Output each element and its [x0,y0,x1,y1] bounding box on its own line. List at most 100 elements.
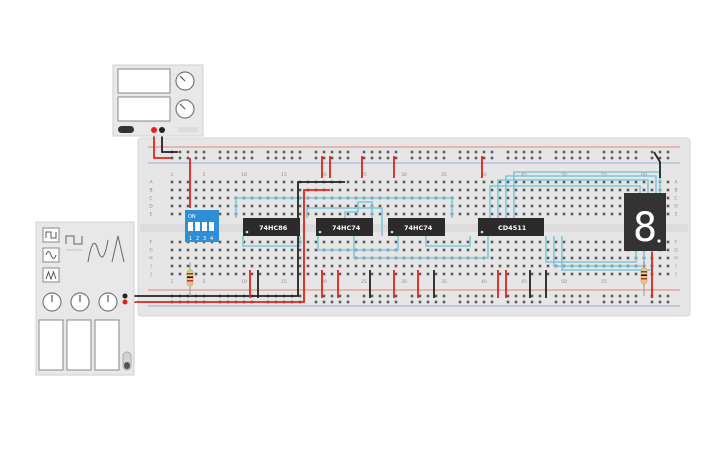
breadboard-hole[interactable] [522,294,526,298]
breadboard-hole[interactable] [554,212,558,216]
breadboard-hole[interactable] [562,240,566,244]
breadboard-hole[interactable] [170,256,174,260]
breadboard-hole[interactable] [410,240,414,244]
breadboard-hole[interactable] [594,204,598,208]
breadboard-hole[interactable] [506,180,510,184]
breadboard-hole[interactable] [306,240,310,244]
breadboard-hole[interactable] [442,272,446,276]
black-wire[interactable] [125,181,345,297]
breadboard-hole[interactable] [578,156,582,160]
breadboard-hole[interactable] [226,204,230,208]
breadboard-hole[interactable] [530,180,534,184]
breadboard-hole[interactable] [610,204,614,208]
breadboard-hole[interactable] [498,188,502,192]
breadboard-hole[interactable] [258,188,262,192]
breadboard-hole[interactable] [562,188,566,192]
breadboard-hole[interactable] [602,256,606,260]
power-switch[interactable] [118,126,134,133]
breadboard-hole[interactable] [354,264,358,268]
breadboard-hole[interactable] [250,272,254,276]
breadboard-hole[interactable] [554,204,558,208]
breadboard-hole[interactable] [394,272,398,276]
chip-body[interactable] [478,218,544,236]
breadboard-hole[interactable] [226,196,230,200]
breadboard-hole[interactable] [258,240,262,244]
breadboard-hole[interactable] [362,300,366,304]
breadboard-hole[interactable] [466,180,470,184]
breadboard-hole[interactable] [290,248,294,252]
breadboard-hole[interactable] [578,196,582,200]
breadboard-hole[interactable] [338,240,342,244]
breadboard-hole[interactable] [522,180,526,184]
breadboard-hole[interactable] [570,272,574,276]
breadboard-hole[interactable] [498,204,502,208]
generator-terminal[interactable] [122,299,128,305]
breadboard-hole[interactable] [306,256,310,260]
breadboard-hole[interactable] [194,196,198,200]
breadboard-hole[interactable] [434,204,438,208]
breadboard-hole[interactable] [602,294,606,298]
dip-switch-toggle[interactable] [188,222,193,231]
breadboard-hole[interactable] [218,188,222,192]
breadboard-hole[interactable] [250,180,254,184]
breadboard-hole[interactable] [274,264,278,268]
breadboard-hole[interactable] [290,264,294,268]
breadboard-hole[interactable] [474,180,478,184]
breadboard-hole[interactable] [578,180,582,184]
breadboard-hole[interactable] [434,150,438,154]
breadboard-hole[interactable] [610,248,614,252]
breadboard-hole[interactable] [570,204,574,208]
breadboard-hole[interactable] [554,240,558,244]
breadboard-hole[interactable] [482,294,486,298]
breadboard-hole[interactable] [506,264,510,268]
breadboard-hole[interactable] [610,294,614,298]
breadboard-hole[interactable] [194,188,198,192]
breadboard-hole[interactable] [482,204,486,208]
breadboard-hole[interactable] [210,272,214,276]
breadboard-hole[interactable] [426,294,430,298]
breadboard-hole[interactable] [666,188,670,192]
breadboard-hole[interactable] [330,300,334,304]
breadboard-hole[interactable] [602,248,606,252]
breadboard-hole[interactable] [586,248,590,252]
breadboard-hole[interactable] [346,188,350,192]
breadboard-hole[interactable] [602,212,606,216]
breadboard-hole[interactable] [658,156,662,160]
breadboard-hole[interactable] [210,196,214,200]
breadboard-hole[interactable] [490,240,494,244]
breadboard-hole[interactable] [330,264,334,268]
breadboard-hole[interactable] [482,180,486,184]
breadboard-hole[interactable] [282,212,286,216]
breadboard-hole[interactable] [410,264,414,268]
breadboard-hole[interactable] [466,272,470,276]
breadboard-hole[interactable] [506,300,510,304]
breadboard-hole[interactable] [594,212,598,216]
breadboard-hole[interactable] [266,188,270,192]
breadboard-hole[interactable] [618,156,622,160]
breadboard-hole[interactable] [362,212,366,216]
breadboard-hole[interactable] [362,272,366,276]
breadboard-hole[interactable] [218,240,222,244]
breadboard-hole[interactable] [610,156,614,160]
breadboard-hole[interactable] [530,196,534,200]
breadboard-hole[interactable] [354,240,358,244]
breadboard-hole[interactable] [458,264,462,268]
breadboard-hole[interactable] [426,180,430,184]
breadboard-hole[interactable] [666,156,670,160]
breadboard-hole[interactable] [298,188,302,192]
breadboard-hole[interactable] [354,188,358,192]
blue-wire[interactable] [489,185,641,218]
breadboard-hole[interactable] [626,180,630,184]
breadboard-hole[interactable] [434,156,438,160]
breadboard-hole[interactable] [570,196,574,200]
breadboard-hole[interactable] [538,150,542,154]
breadboard-hole[interactable] [418,248,422,252]
breadboard-hole[interactable] [474,264,478,268]
breadboard-hole[interactable] [522,300,526,304]
breadboard-hole[interactable] [426,272,430,276]
breadboard-hole[interactable] [410,156,414,160]
breadboard-hole[interactable] [522,204,526,208]
breadboard-hole[interactable] [386,188,390,192]
breadboard-hole[interactable] [226,212,230,216]
breadboard-hole[interactable] [610,188,614,192]
